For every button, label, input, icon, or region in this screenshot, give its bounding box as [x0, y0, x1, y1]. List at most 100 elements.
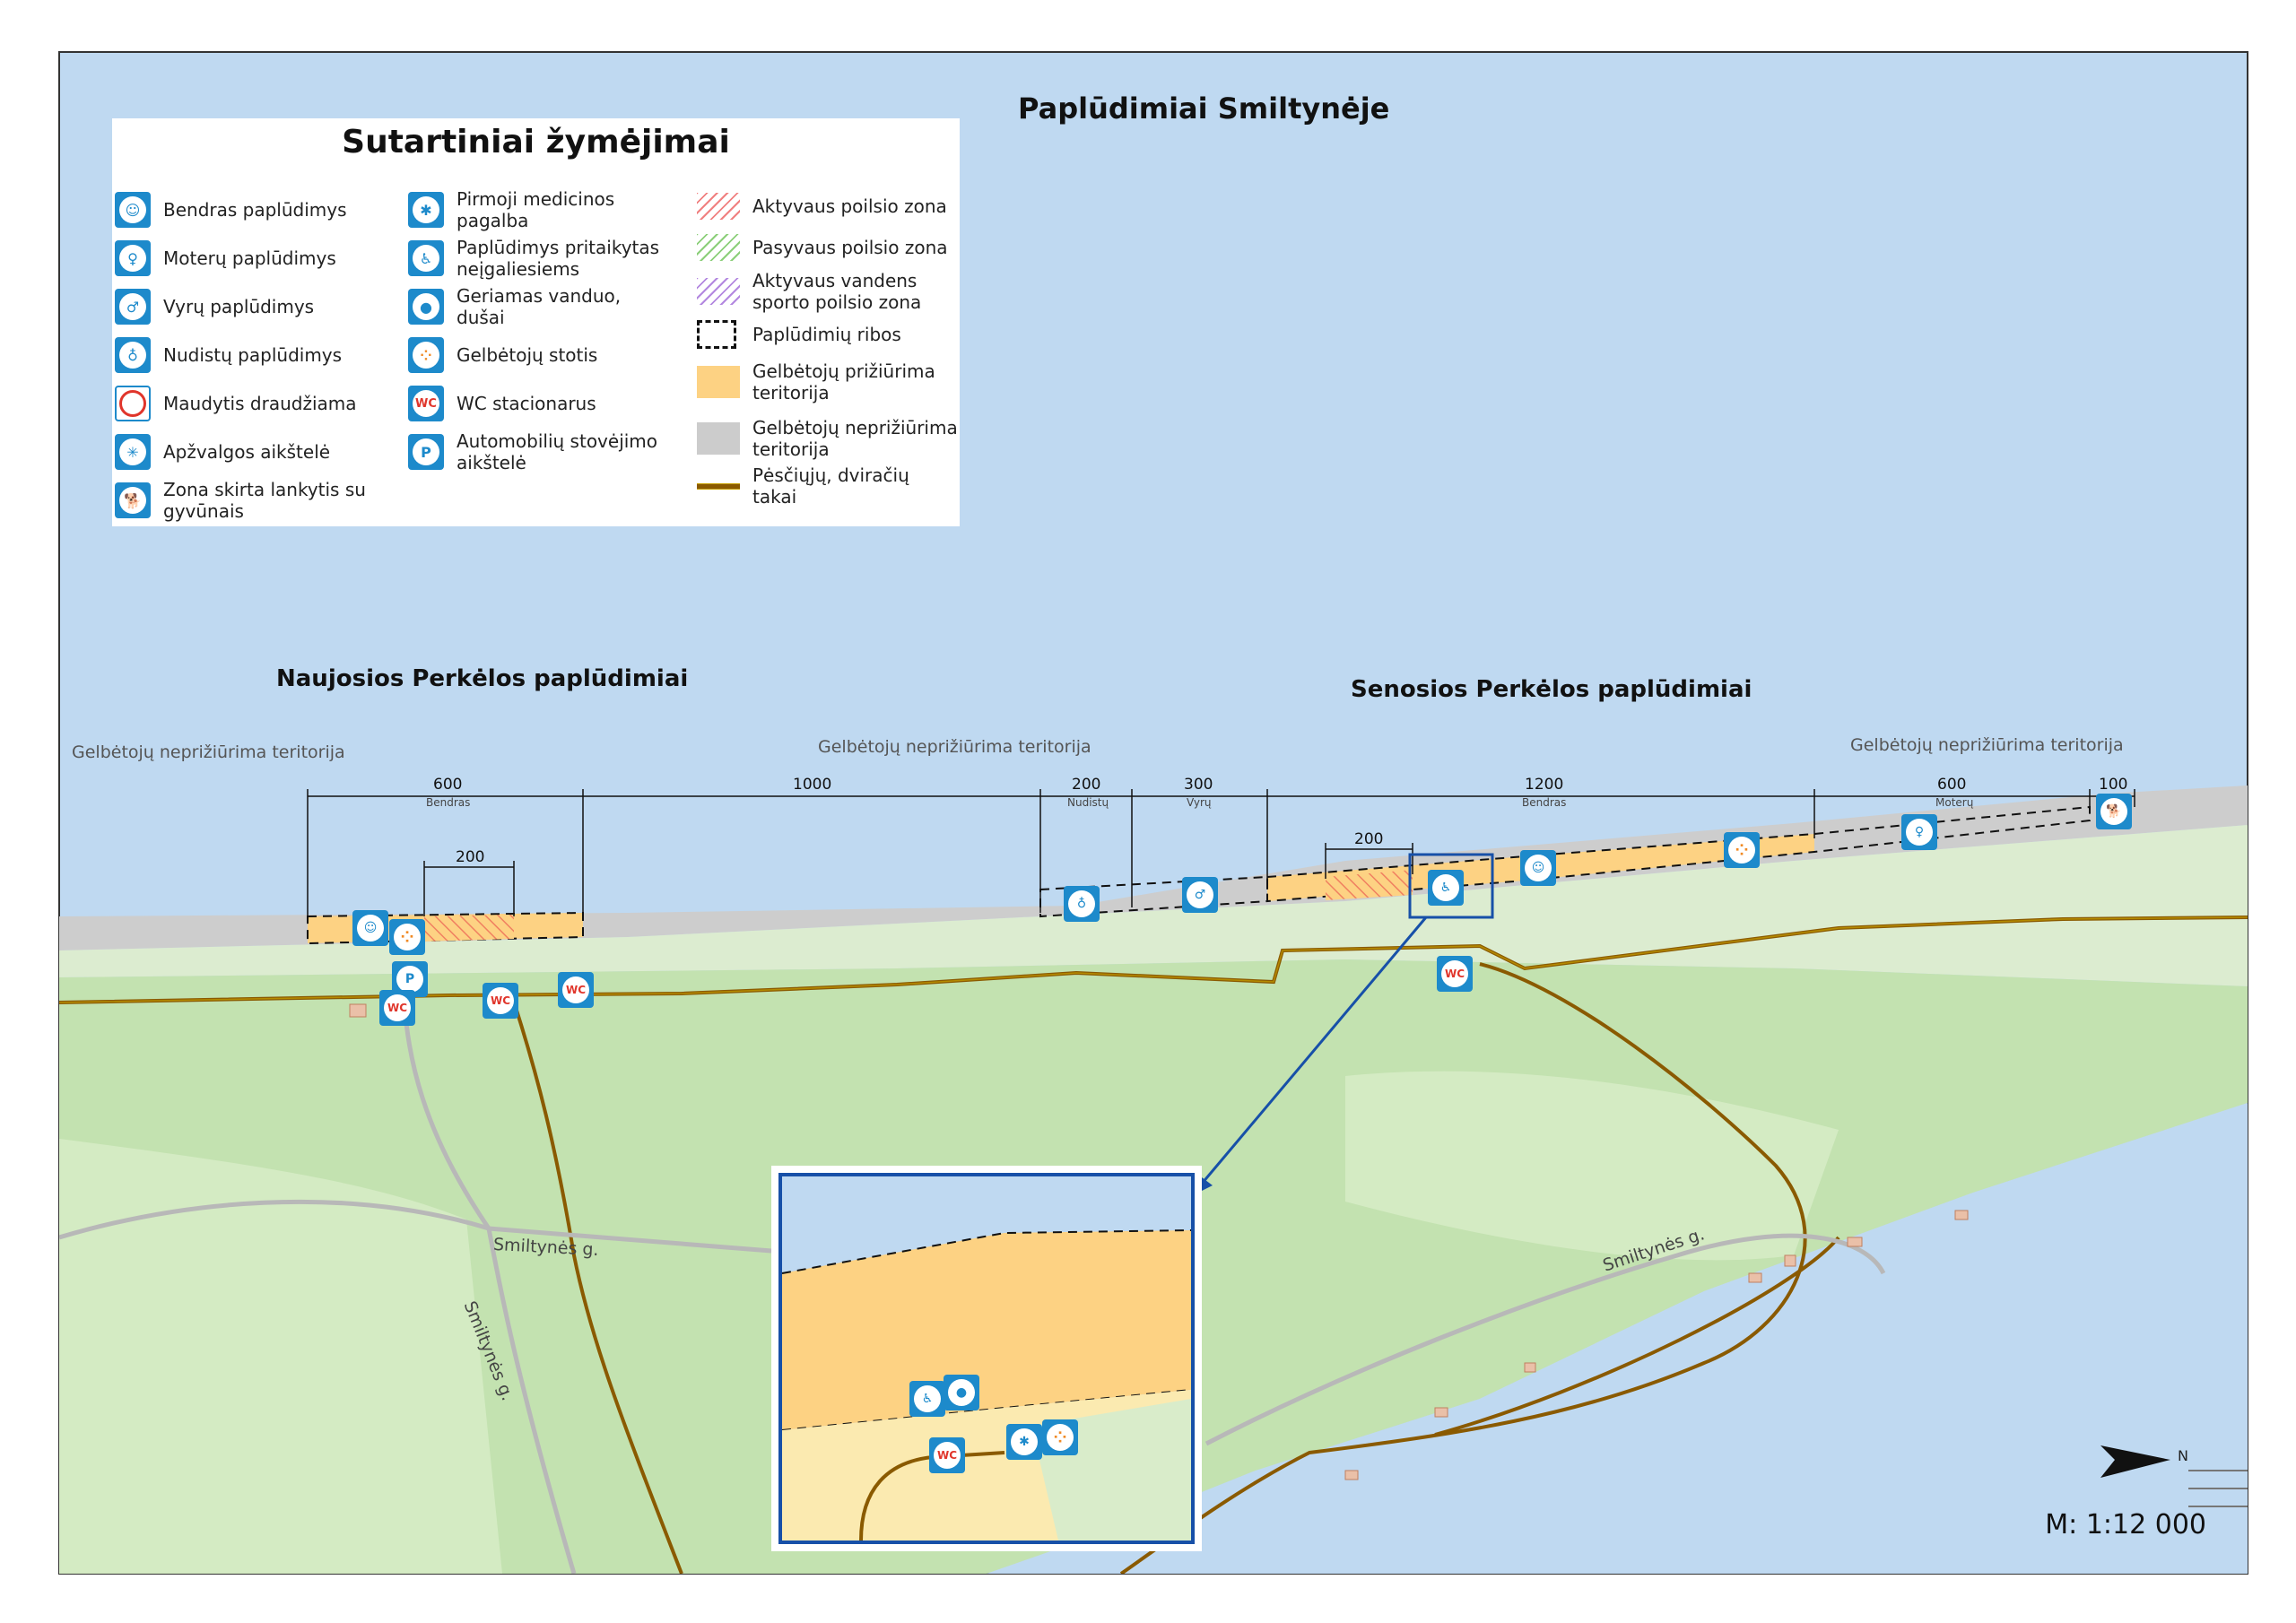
legend-item: ⁘ Gelbėtojų stotis: [408, 331, 663, 379]
buildings: [349, 1003, 1969, 1480]
dimension-label: 100: [2099, 776, 2128, 794]
wc-icon[interactable]: WC: [1437, 956, 1473, 992]
water-drop-icon[interactable]: ●: [944, 1375, 979, 1410]
legend-label: Geriamas vanduo, dušai: [457, 285, 622, 328]
beach-nudist-icon: ♁: [115, 337, 151, 373]
legend-item: ♀ Moterų paplūdimys: [115, 234, 370, 282]
lifeguard-icon[interactable]: ⁘: [1042, 1419, 1078, 1455]
legend-label: Paplūdimių ribos: [752, 324, 901, 345]
legend-label: Pasyvaus poilsio zona: [752, 237, 948, 258]
dimension-sublabel: Bendras: [426, 796, 471, 809]
area-label-senosios: Senosios Perkėlos paplūdimiai: [1351, 676, 1752, 703]
dimension-sublabel: Nudistų: [1067, 796, 1109, 809]
legend-item: Pėsčiųjų, dviračių takai: [697, 464, 959, 508]
parking-icon: P: [408, 434, 444, 470]
beach-nudist-icon[interactable]: ♁: [1064, 886, 1100, 922]
legend-label: Moterų paplūdimys: [163, 247, 336, 269]
legend-item: Gelbėtojų prižiūrima teritorija: [697, 354, 959, 410]
lifeguard-icon[interactable]: ⁘: [389, 919, 425, 955]
no-swimming-icon: [115, 386, 151, 421]
beach-general-icon[interactable]: ☺: [1520, 850, 1556, 886]
medical-icon[interactable]: ✱: [1006, 1424, 1042, 1460]
dog-icon: 🐕: [115, 482, 151, 518]
legend-label: Maudytis draudžiama: [163, 393, 357, 414]
legend-item: ✱ Pirmoji medicinos pagalba: [408, 186, 663, 234]
accessible-icon: ♿: [408, 240, 444, 276]
inset-map: [771, 1166, 1202, 1551]
dog-icon[interactable]: 🐕: [2096, 794, 2132, 829]
dimension-sublabel: Vyrų: [1187, 796, 1212, 809]
legend-label: Pėsčiųjų, dviračių takai: [752, 464, 909, 508]
accessible-icon[interactable]: ♿: [1428, 870, 1464, 906]
legend-label: Aktyvaus poilsio zona: [752, 195, 947, 217]
beach-women-icon: ♀: [115, 240, 151, 276]
unsupervised-label-left: Gelbėtojų neprižiūrima teritorija: [72, 742, 345, 762]
legend-label: Vyrų paplūdimys: [163, 296, 315, 317]
legend-column-symbols: Aktyvaus poilsio zona Pasyvaus poilsio z…: [697, 186, 959, 508]
beach-men-icon: ♂: [115, 289, 151, 325]
legend-item: Pasyvaus poilsio zona: [697, 227, 959, 268]
footpath-swatch: [697, 482, 740, 490]
dimension-label: 600: [1937, 776, 1967, 794]
lifeguard-icon: ⁘: [408, 337, 444, 373]
dimension-label: 1000: [793, 776, 832, 794]
map-title: Paplūdimiai Smiltynėje: [1018, 91, 1390, 126]
active-zone-senosios: [1326, 870, 1413, 900]
dimension-sublabel: Bendras: [1522, 796, 1567, 809]
unsupervised-label-right: Gelbėtojų neprižiūrima teritorija: [1850, 735, 2124, 755]
supervised-area-swatch: [697, 366, 740, 398]
callout-source-box: [1408, 853, 1494, 919]
callout-arrow: [1200, 916, 1428, 1185]
legend-label: Nudistų paplūdimys: [163, 344, 343, 366]
legend-label: Apžvalgos aikštelė: [163, 441, 331, 463]
legend-item: Aktyvaus poilsio zona: [697, 186, 959, 227]
north-arrow: [2100, 1445, 2170, 1478]
legend-item: Aktyvaus vandens sporto poilsio zona: [697, 268, 959, 315]
water-drop-icon: ●: [408, 289, 444, 325]
medical-icon: ✱: [408, 192, 444, 228]
legend-panel: Sutartiniai žymėjimai ☺ Bendras paplūdim…: [112, 118, 960, 526]
legend-column-icons-1: ☺ Bendras paplūdimys ♀ Moterų paplūdimys…: [115, 186, 370, 525]
water-sport-zone-swatch: [697, 278, 740, 305]
beach-men-icon[interactable]: ♂: [1182, 877, 1218, 913]
viewpoint-icon: ✳: [115, 434, 151, 470]
legend-item: P Automobilių stovėjimo aikštelė: [408, 428, 663, 476]
active-zone-swatch: [697, 193, 740, 220]
wc-icon: WC: [408, 386, 444, 421]
legend-label: Gelbėtojų neprižiūrima teritorija: [752, 417, 958, 460]
unsupervised-area-swatch: [697, 422, 740, 455]
dimension-lines: [307, 789, 2135, 916]
beach-general-icon[interactable]: ☺: [352, 910, 388, 946]
dimension-label: 1200: [1525, 776, 1564, 794]
legend-item: Gelbėtojų neprižiūrima teritorija: [697, 410, 959, 467]
light-forest-right: [1345, 1071, 1839, 1261]
port-structures: [2188, 1470, 2248, 1507]
legend-item: ● Geriamas vanduo, dušai: [408, 282, 663, 331]
dimension-label: 200: [1354, 830, 1384, 848]
lifeguard-icon[interactable]: ⁘: [1724, 832, 1760, 868]
wc-icon[interactable]: WC: [929, 1437, 965, 1473]
legend-label: Bendras paplūdimys: [163, 199, 347, 221]
legend-item: Paplūdimių ribos: [697, 315, 959, 354]
dimension-label: 300: [1184, 776, 1213, 794]
wc-icon[interactable]: WC: [558, 972, 594, 1008]
dimension-sublabel: Moterų: [1935, 796, 1974, 809]
accessible-icon[interactable]: ♿: [909, 1381, 945, 1417]
wc-icon[interactable]: WC: [483, 983, 518, 1019]
beach-boundary-swatch: [697, 320, 736, 349]
legend-item: ✳ Apžvalgos aikštelė: [115, 428, 370, 476]
legend-label: Aktyvaus vandens sporto poilsio zona: [752, 270, 922, 313]
legend-label: Zona skirta lankytis su gyvūnais: [163, 479, 366, 522]
legend-title: Sutartiniai žymėjimai: [342, 124, 730, 161]
area-label-naujosios: Naujosios Perkėlos paplūdimiai: [276, 665, 689, 692]
wc-icon[interactable]: WC: [379, 990, 415, 1026]
legend-item: ♁ Nudistų paplūdimys: [115, 331, 370, 379]
unsupervised-sand: [59, 785, 2248, 950]
north-label: N: [2178, 1447, 2188, 1464]
legend-label: Paplūdimys pritaikytas neįgaliesiems: [457, 237, 660, 280]
light-forest-left: [59, 1139, 502, 1574]
dimension-label: 200: [456, 848, 485, 866]
legend-column-icons-2: ✱ Pirmoji medicinos pagalba ♿ Paplūdimys…: [408, 186, 663, 476]
beach-women-icon[interactable]: ♀: [1901, 814, 1937, 850]
